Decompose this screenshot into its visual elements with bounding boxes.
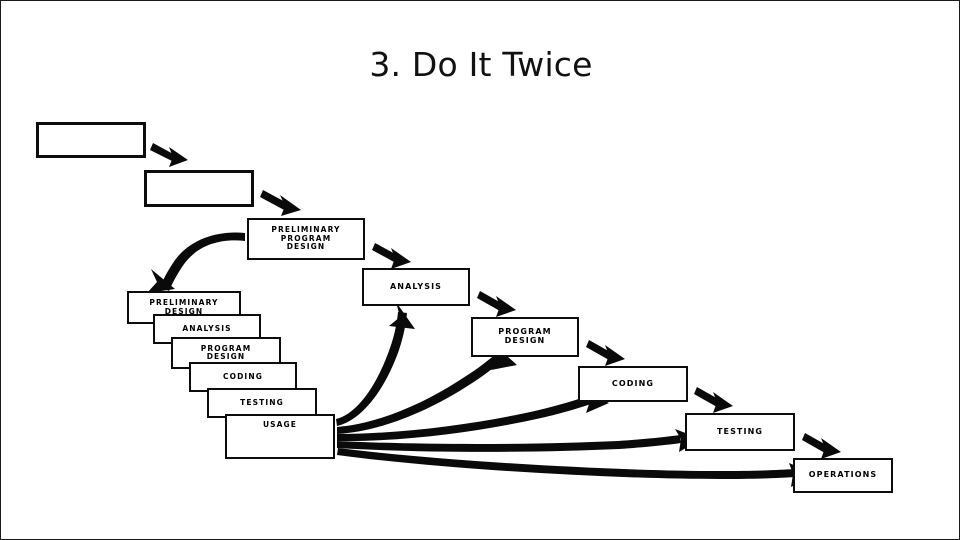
arrow-coding-to-testing (694, 387, 733, 413)
arrow-prelim-program-design-to-analysis (372, 243, 411, 269)
page-title: 3. Do It Twice (369, 45, 593, 84)
arrow-usage-to-analysis (336, 302, 415, 426)
wf-box-program-design[interactable]: PROGRAM DESIGN (471, 317, 579, 357)
wf-box-coding[interactable]: CODING (578, 366, 688, 402)
wf-box-cascade-usage[interactable]: USAGE (225, 414, 335, 459)
arrow-program-design-to-coding (586, 340, 625, 366)
arrow-testing-to-operations (802, 433, 841, 459)
arrow-top2-to-prelim-program-design (260, 190, 301, 216)
arrow-usage-to-testing (337, 429, 701, 452)
wf-box-top-1[interactable] (36, 122, 146, 158)
arrow-usage-to-coding (337, 390, 609, 442)
wf-box-preliminary-program-design[interactable]: PRELIMINARY PROGRAM DESIGN (247, 218, 365, 260)
arrow-usage-to-operations (337, 448, 815, 487)
arrow-usage-to-program-design (337, 345, 517, 434)
wf-box-operations[interactable]: OPERATIONS (793, 458, 893, 493)
arrow-prelim-program-design-to-cascade (147, 232, 245, 293)
wf-box-analysis[interactable]: ANALYSIS (362, 268, 470, 306)
arrow-analysis-to-program-design (477, 291, 516, 317)
wf-box-top-2[interactable] (144, 170, 254, 207)
arrow-top1-to-top2 (150, 143, 188, 167)
wf-box-testing[interactable]: TESTING (685, 413, 795, 451)
